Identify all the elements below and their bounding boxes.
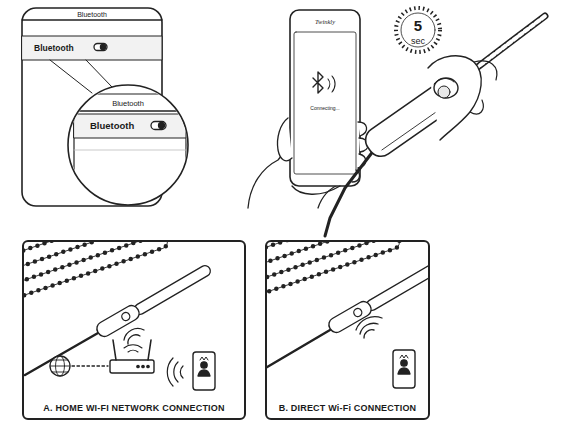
timer-icon — [396, 8, 440, 52]
connection-panel: B. DIRECT Wi-Fi CONNECTION — [265, 240, 430, 420]
panel-caption: A. HOME WI-FI NETWORK CONNECTION — [43, 404, 224, 413]
scene-a — [24, 242, 215, 390]
app-logo: Twinkly — [315, 19, 335, 26]
hand-with-phone — [248, 10, 368, 208]
timer-number: 5 — [414, 18, 422, 33]
setting-label: Bluetooth — [34, 44, 74, 53]
scene-b — [267, 242, 428, 388]
status-text: Connecting... — [310, 106, 339, 111]
timer-unit: sec — [411, 37, 425, 46]
screen-title: Bluetooth — [77, 11, 107, 18]
panel-caption: B. DIRECT Wi-Fi CONNECTION — [279, 404, 417, 413]
connection-panel: A. HOME WI-FI NETWORK CONNECTION — [22, 240, 246, 420]
magnifier — [68, 85, 188, 224]
controller-press — [325, 16, 545, 236]
screen-title: Bluetooth — [112, 100, 144, 108]
setting-label: Bluetooth — [90, 121, 134, 131]
